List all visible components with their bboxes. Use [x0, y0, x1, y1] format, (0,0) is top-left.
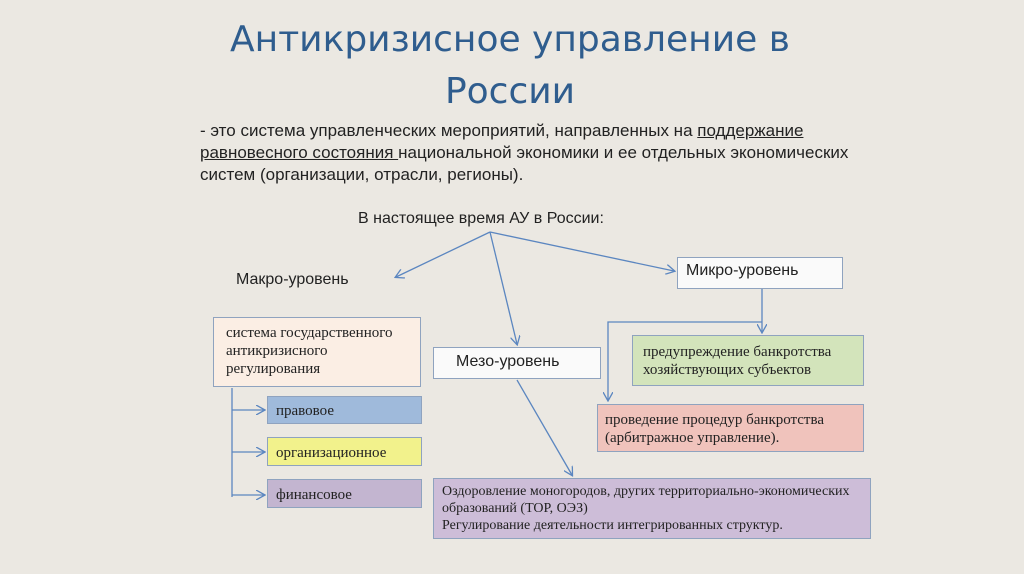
definition-suffix: национальной экономики и ее отдельных эк… — [200, 143, 849, 184]
meso-detail-line2: Регулирование деятельности интегрированн… — [442, 518, 783, 533]
page-title: Антикризисное управление в России — [230, 19, 790, 112]
meso-detail-box: Оздоровление моногородов, других террито… — [433, 478, 871, 539]
arrow-root-to-micro — [489, 231, 674, 271]
meso-detail-line1: Оздоровление моногородов, других террито… — [442, 484, 850, 516]
micro-level-box: Микро-уровень — [677, 257, 843, 289]
arrow-meso-to-detail — [516, 379, 572, 475]
bankruptcy-prevention-box: предупреждение банкротства хозяйствующих… — [632, 335, 864, 386]
root-label: В настоящее время АУ в России: — [358, 210, 604, 227]
definition-prefix: - это система управленческих мероприятий… — [200, 121, 698, 140]
item-financial: финансовое — [267, 479, 422, 508]
definition-underlined-2: равновесного состояния — [200, 143, 399, 162]
item-organizational: организационное — [267, 437, 422, 466]
meso-level-box: Мезо-уровень — [433, 347, 601, 379]
definition-underlined-1: поддержание — [697, 121, 804, 140]
definition-text: - это система управленческих мероприятий… — [200, 120, 850, 186]
arrow-root-to-meso — [489, 231, 517, 344]
item-pravovoe: правовое — [267, 396, 422, 424]
state-regulation-box: система государственного антикризисного … — [213, 317, 421, 387]
macro-level-label: Макро-уровень — [236, 271, 349, 288]
bankruptcy-procedures-box: проведение процедур банкротства (арбитра… — [597, 404, 864, 452]
arrow-root-to-macro — [396, 231, 491, 277]
arrow-micro-to-procedures — [608, 321, 762, 400]
